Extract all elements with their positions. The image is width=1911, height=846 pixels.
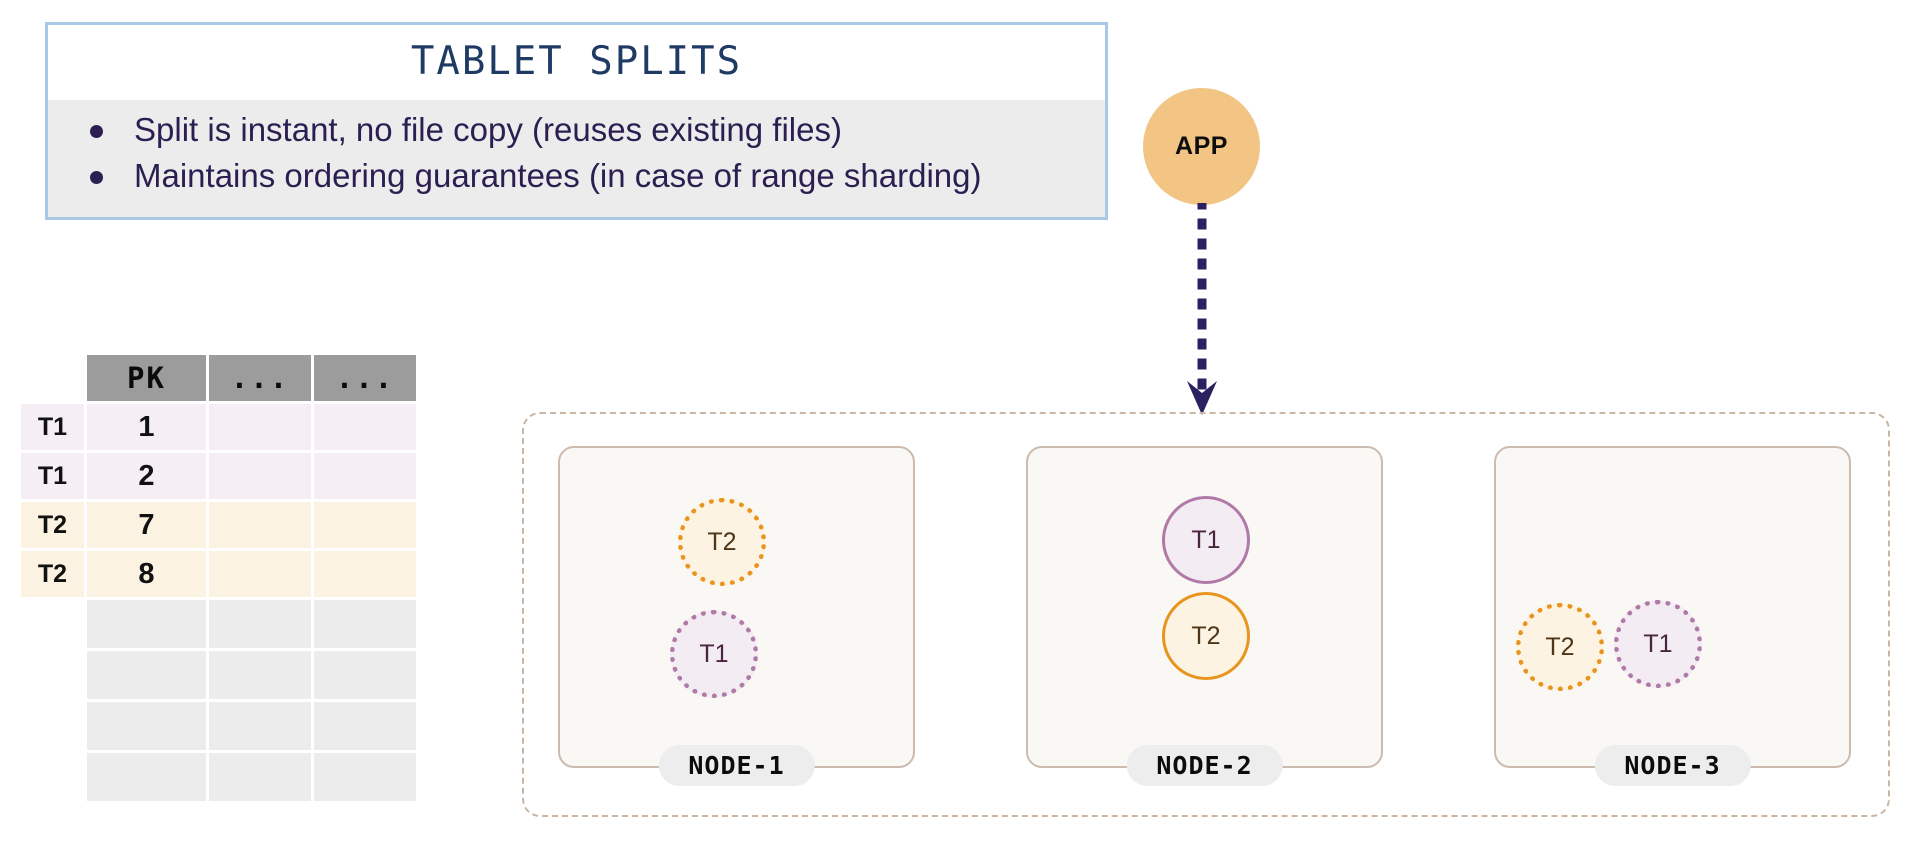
- cell-c3: [314, 404, 416, 450]
- row-tag: [21, 600, 84, 648]
- tablet-t2: T2: [1162, 592, 1250, 680]
- cell-c2: [209, 404, 311, 450]
- row-tag: T2: [21, 551, 84, 597]
- cell-pk: 2: [87, 453, 206, 499]
- tablet-t2: T2: [1516, 603, 1604, 691]
- table-row: [21, 753, 416, 801]
- table-row: [21, 651, 416, 699]
- cell-c3: [314, 551, 416, 597]
- cluster-container: T2 T1 NODE-1 T1 T2 NODE-2 T2 T1 NODE-3: [522, 412, 1890, 817]
- tablet-label: T2: [707, 527, 737, 556]
- node-box-2: T1 T2 NODE-2: [1026, 446, 1383, 786]
- cell-c3: [314, 600, 416, 648]
- pk-table: PK ... ... T1 1 T1 2 T2 7 T2 8: [18, 352, 419, 804]
- row-tag: [21, 753, 84, 801]
- tablet-label: T1: [699, 639, 729, 668]
- node-box-3: T2 T1 NODE-3: [1494, 446, 1851, 786]
- column-header-dots-1: ...: [209, 355, 311, 401]
- app-to-cluster-arrow-icon: [1187, 203, 1217, 415]
- table-row: T2 7: [21, 502, 416, 548]
- column-header-pk: PK: [87, 355, 206, 401]
- cell-c2: [209, 502, 311, 548]
- cell-pk: 8: [87, 551, 206, 597]
- node-box-1: T2 T1 NODE-1: [558, 446, 915, 786]
- cell-c2: [209, 453, 311, 499]
- row-tag: [21, 651, 84, 699]
- tablet-t1: T1: [1614, 600, 1702, 688]
- cell-pk: [87, 753, 206, 801]
- row-tag: T1: [21, 453, 84, 499]
- cell-pk: [87, 651, 206, 699]
- tag-corner-cell: [21, 355, 84, 401]
- cell-c2: [209, 702, 311, 750]
- tablet-t1: T1: [670, 610, 758, 698]
- cell-c2: [209, 600, 311, 648]
- cell-c3: [314, 453, 416, 499]
- card-bullet-list: Split is instant, no file copy (reuses e…: [48, 100, 1105, 218]
- app-label: APP: [1175, 132, 1228, 160]
- bullet-item: Maintains ordering guarantees (in case o…: [90, 154, 1071, 198]
- node-label-1: NODE-1: [658, 745, 815, 786]
- tablet-t2: T2: [678, 498, 766, 586]
- cell-c2: [209, 651, 311, 699]
- table-row: [21, 600, 416, 648]
- tablet-t1: T1: [1162, 496, 1250, 584]
- cell-c3: [314, 651, 416, 699]
- tablet-label: T2: [1545, 632, 1575, 661]
- app-node: APP: [1143, 88, 1260, 205]
- table-row: [21, 702, 416, 750]
- node-label-2: NODE-2: [1126, 745, 1283, 786]
- tablet-label: T1: [1643, 629, 1673, 658]
- cell-c3: [314, 753, 416, 801]
- table-row: T1 1: [21, 404, 416, 450]
- table-row: T2 8: [21, 551, 416, 597]
- cell-c3: [314, 702, 416, 750]
- table-header-row: PK ... ...: [21, 355, 416, 401]
- table-row: T1 2: [21, 453, 416, 499]
- cell-c2: [209, 551, 311, 597]
- cell-pk: [87, 600, 206, 648]
- tablet-label: T1: [1191, 525, 1221, 554]
- row-tag: T2: [21, 502, 84, 548]
- row-tag: [21, 702, 84, 750]
- column-header-dots-2: ...: [314, 355, 416, 401]
- node-label-3: NODE-3: [1594, 745, 1751, 786]
- bullet-item: Split is instant, no file copy (reuses e…: [90, 108, 1071, 152]
- cell-pk: 7: [87, 502, 206, 548]
- tablet-splits-card: TABLET SPLITS Split is instant, no file …: [45, 22, 1108, 221]
- cell-c3: [314, 502, 416, 548]
- cell-pk: [87, 702, 206, 750]
- cell-pk: 1: [87, 404, 206, 450]
- cell-c2: [209, 753, 311, 801]
- card-title: TABLET SPLITS: [48, 25, 1105, 100]
- row-tag: T1: [21, 404, 84, 450]
- tablet-label: T2: [1191, 621, 1221, 650]
